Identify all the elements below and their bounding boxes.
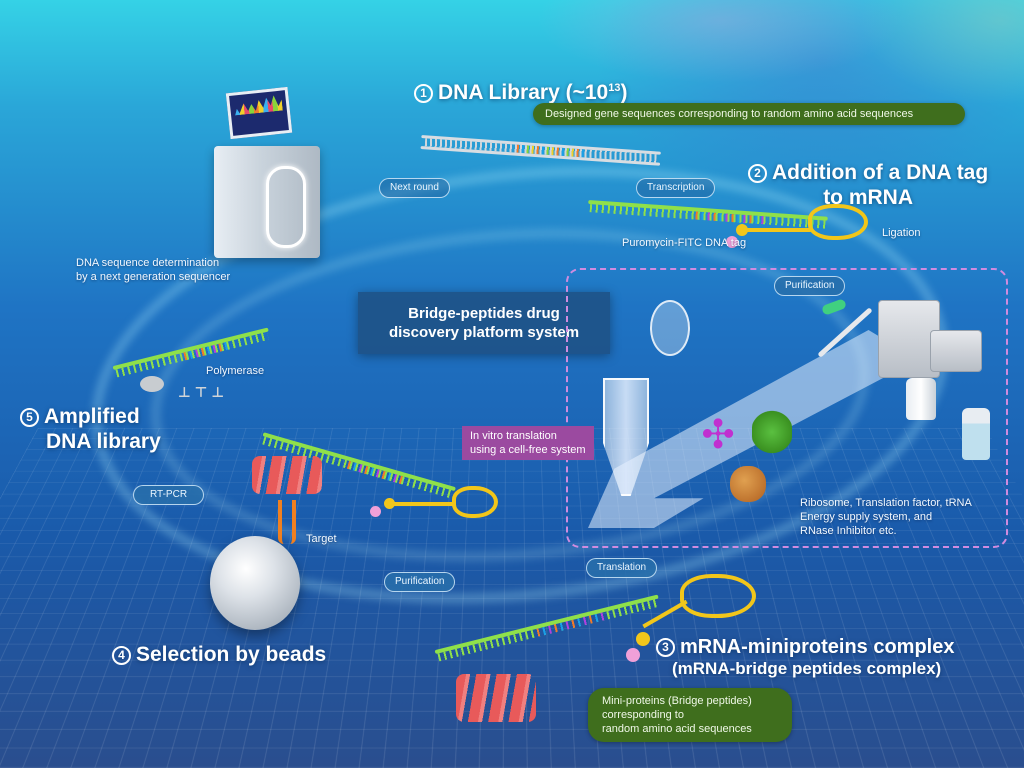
dna-tag-loop-step4 (452, 486, 498, 518)
yellow-junction-dot-step3 (636, 632, 650, 646)
reagent-bottle (906, 378, 936, 420)
ribosome-icon (730, 466, 766, 502)
dna-tag-stem-step4 (390, 502, 454, 506)
next-round-pill: Next round (379, 178, 450, 198)
polymerase-icon (140, 376, 164, 392)
purification-pill-bottom: Purification (384, 572, 456, 592)
yellow-junction-dot (736, 224, 748, 236)
translation-factor-icon (752, 410, 792, 454)
reaction-tube-cap (650, 300, 690, 356)
nucleotides-icon: ⊥ ⊤ ⊥ (178, 384, 225, 400)
translation-pill: Translation (586, 558, 658, 578)
bridge-peptide-helix-step4 (252, 456, 322, 494)
step5-number-icon: 5 (20, 408, 39, 427)
in-vitro-translation-callout: In vitro translation using a cell-free s… (462, 426, 594, 460)
selection-bead (210, 536, 300, 630)
sequencer-monitor (225, 86, 293, 140)
step2-number-icon: 2 (748, 164, 767, 183)
ligation-label: Ligation (882, 227, 921, 239)
target-label: Target (306, 533, 337, 545)
bridge-peptide-helix-step3 (456, 674, 536, 722)
designed-genes-callout: Designed gene sequences corresponding to… (533, 103, 965, 125)
cell-free-system-region (566, 268, 1008, 548)
lab-instrument (878, 300, 940, 378)
step4-number-icon: 4 (112, 646, 131, 665)
trna-icon: ✣ (701, 413, 735, 457)
step3-number-icon: 3 (656, 637, 675, 657)
next-gen-sequencer (214, 146, 320, 258)
transcription-pill: Transcription (636, 178, 716, 198)
purification-pill-top: Purification (774, 276, 846, 296)
yellow-junction-dot-step4 (384, 498, 395, 509)
puromycin-dot-step3 (626, 648, 640, 662)
rt-pcr-pill: RT-PCR (133, 485, 205, 505)
reagent-vial (962, 408, 990, 460)
puromycin-label: Puromycin-FITC DNA tag (622, 237, 747, 249)
step1-number-icon: 1 (414, 84, 433, 103)
sequencer-caption: DNA sequence determination by a next gen… (76, 257, 231, 283)
dna-tag-stem-step2 (746, 228, 812, 232)
sequencer-door (266, 166, 306, 248)
dna-tag-loop-step3 (680, 574, 756, 618)
mini-proteins-callout: Mini-proteins (Bridge peptides) correspo… (588, 688, 792, 742)
dna-library-double-strand (420, 135, 661, 166)
target-protein-icon (278, 500, 296, 544)
dna-tag-loop-step2 (808, 204, 868, 240)
platform-title-box: Bridge-peptides drug discovery platform … (358, 292, 610, 354)
puromycin-dot (726, 236, 738, 248)
cell-free-components-label: Ribosome, Translation factor, tRNA Energ… (800, 497, 972, 537)
vial-rack (930, 330, 982, 372)
puromycin-dot-step4 (370, 506, 381, 517)
polymerase-label: Polymerase (206, 365, 265, 377)
